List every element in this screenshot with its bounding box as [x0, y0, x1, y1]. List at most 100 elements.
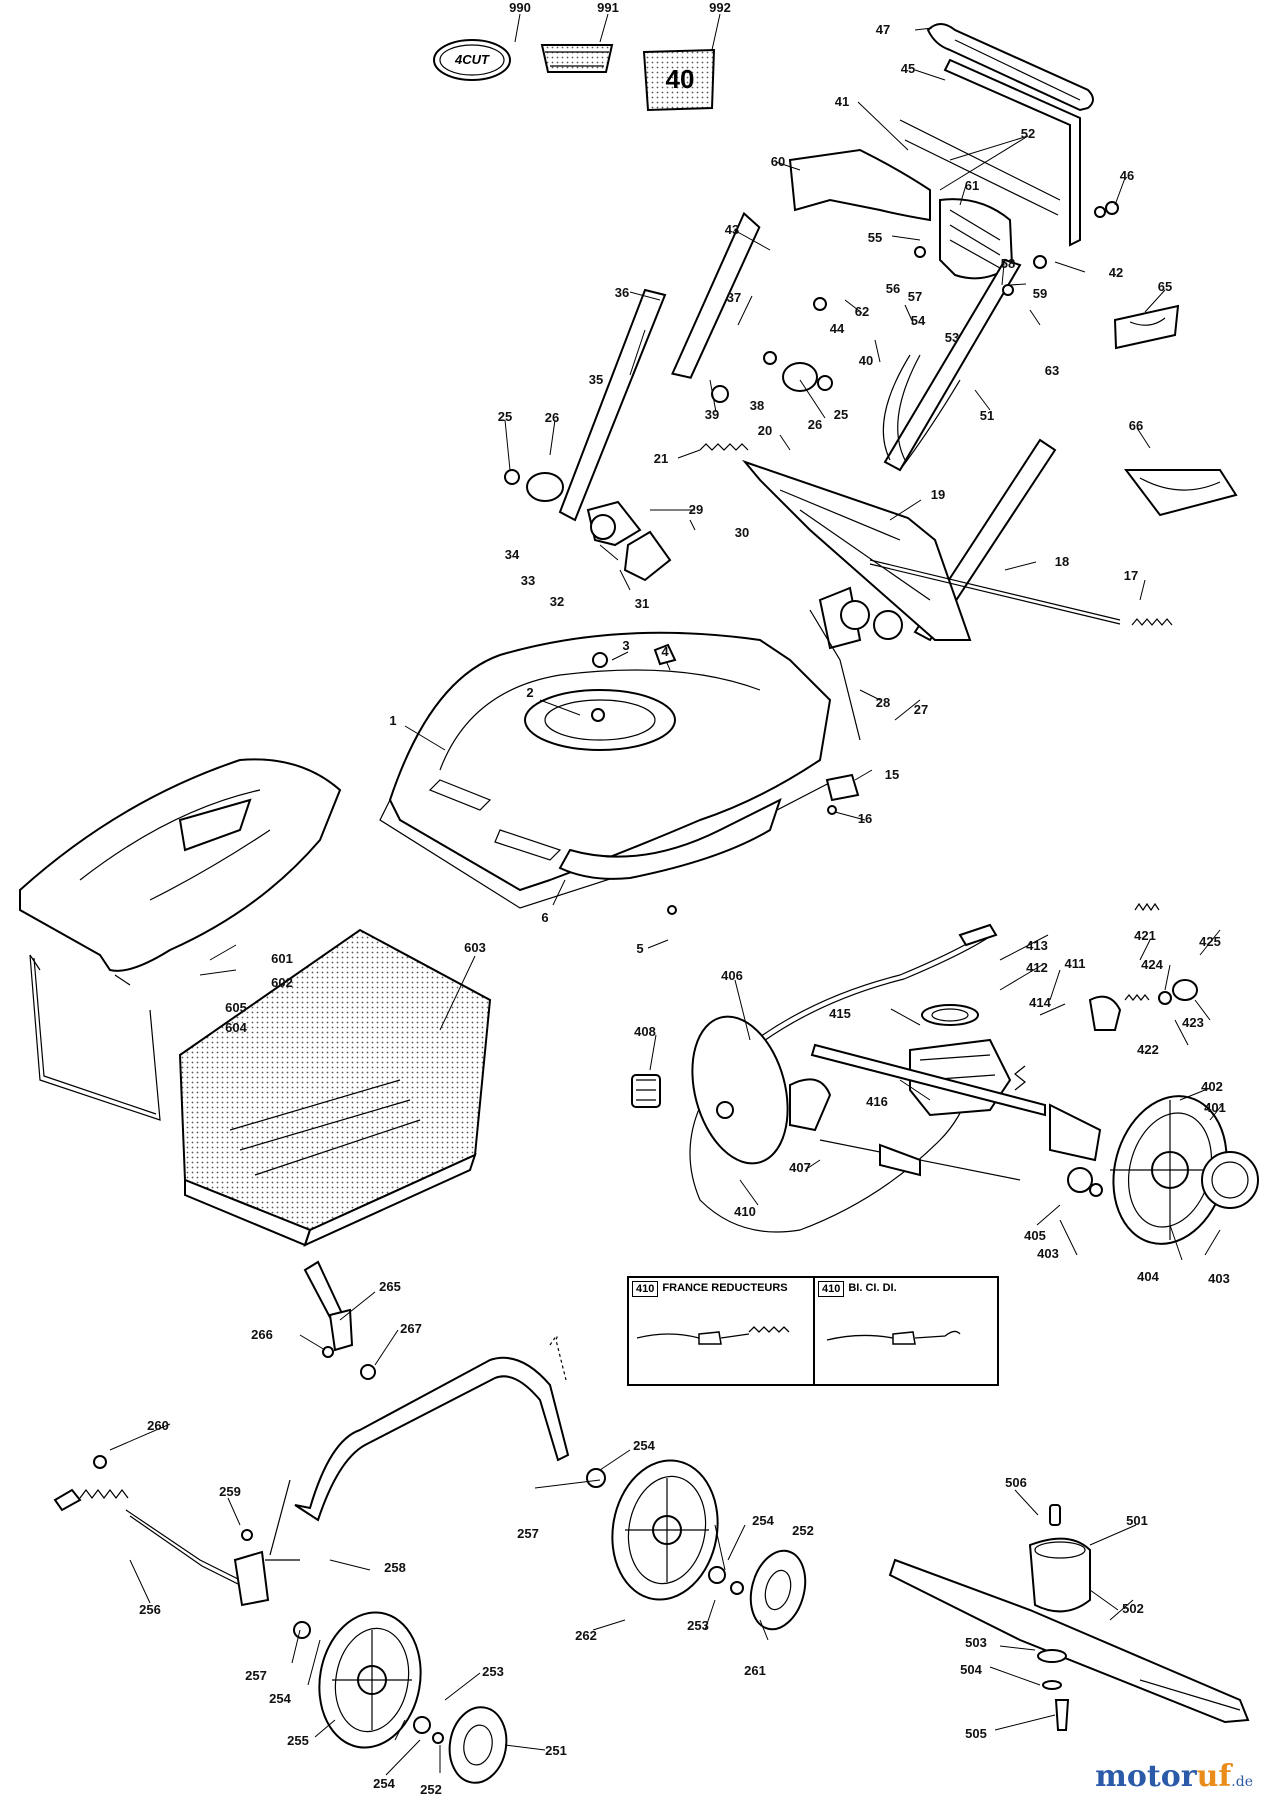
- label-17: 17: [1124, 568, 1138, 583]
- control-box: [788, 148, 1014, 280]
- label-416: 416: [866, 1094, 888, 1109]
- label-18: 18: [1055, 554, 1069, 569]
- label-422: 422: [1137, 1042, 1159, 1057]
- label-601: 601: [271, 951, 293, 966]
- rear-flap: [741, 459, 972, 641]
- label-53: 53: [945, 330, 959, 345]
- bags-small: [1113, 304, 1238, 517]
- blade-assembly: [888, 1504, 1250, 1731]
- label-19: 19: [931, 487, 945, 502]
- label-252-bottom: 252: [420, 1782, 442, 1797]
- label-29: 29: [689, 502, 703, 517]
- deck-hardware: [592, 643, 860, 915]
- label-265: 265: [379, 1279, 401, 1294]
- label-413: 413: [1026, 938, 1048, 953]
- label-260: 260: [147, 1418, 169, 1433]
- label-55: 55: [868, 230, 882, 245]
- label-6: 6: [541, 910, 548, 925]
- upper-handle: [899, 23, 1094, 247]
- label-37: 37: [727, 290, 741, 305]
- label-503: 503: [965, 1635, 987, 1650]
- label-414: 414: [1029, 995, 1051, 1010]
- label-401: 401: [1204, 1100, 1226, 1115]
- mower-deck: [379, 631, 836, 909]
- label-45: 45: [901, 61, 915, 76]
- label-3: 3: [622, 638, 629, 653]
- label-604: 604: [225, 1020, 247, 1035]
- label-60: 60: [771, 154, 785, 169]
- label-31: 31: [635, 596, 649, 611]
- variant-bi-ci-di: 410 BI. CI. DI.: [815, 1278, 997, 1384]
- label-46: 46: [1120, 168, 1134, 183]
- label-402: 402: [1201, 1079, 1223, 1094]
- label-602: 602: [271, 975, 293, 990]
- brand-name-main: motor: [1095, 1759, 1197, 1794]
- label-36: 36: [615, 285, 629, 300]
- label-257-right: 257: [517, 1526, 539, 1541]
- label-21: 21: [654, 451, 668, 466]
- label-33: 33: [521, 573, 535, 588]
- label-410: 410: [734, 1204, 756, 1219]
- label-38: 38: [750, 398, 764, 413]
- variant-left-number: 410: [632, 1281, 659, 1297]
- springs: [699, 443, 1173, 912]
- label-405: 405: [1024, 1228, 1046, 1243]
- variant-left-title: FRANCE REDUCTEURS: [662, 1282, 788, 1294]
- grass-bag-frame: [29, 954, 161, 1121]
- label-423: 423: [1182, 1015, 1204, 1030]
- label-35: 35: [589, 372, 603, 387]
- label-992: 992: [709, 0, 731, 15]
- label-27: 27: [914, 702, 928, 717]
- label-252-right: 252: [792, 1523, 814, 1538]
- front-wheel: [293, 1611, 508, 1784]
- label-32: 32: [550, 594, 564, 609]
- clutch-parts: [1088, 979, 1198, 1031]
- label-262: 262: [575, 1628, 597, 1643]
- label-43: 43: [725, 222, 739, 237]
- label-267: 267: [400, 1321, 422, 1336]
- label-266: 266: [251, 1327, 273, 1342]
- label-424: 424: [1141, 957, 1163, 972]
- label-30: 30: [735, 525, 749, 540]
- variant-right-number: 410: [818, 1281, 845, 1297]
- label-990: 990: [509, 0, 531, 15]
- label-253-left: 253: [482, 1664, 504, 1679]
- label-52: 52: [1021, 126, 1035, 141]
- label-41: 41: [835, 94, 849, 109]
- label-505: 505: [965, 1726, 987, 1741]
- label-59: 59: [1033, 286, 1047, 301]
- label-506: 506: [1005, 1475, 1027, 1490]
- label-403-left: 403: [1037, 1246, 1059, 1261]
- label-63: 63: [1045, 363, 1059, 378]
- drive-linkage: [819, 1065, 1026, 1181]
- label-502: 502: [1122, 1601, 1144, 1616]
- cable-variants-box: 410 FRANCE REDUCTEURS 410 BI. CI. DI.: [627, 1276, 999, 1386]
- label-605: 605: [225, 1000, 247, 1015]
- label-26-upper-left: 26: [545, 410, 559, 425]
- label-421: 421: [1134, 928, 1156, 943]
- part-labels: 990 991 992 47 45 41 52 46 60 61 43 55 4…: [139, 0, 1230, 1797]
- label-254-top: 254: [633, 1438, 655, 1453]
- rear-axle-rod: [869, 559, 1121, 625]
- label-26-upper-right: 26: [808, 417, 822, 432]
- label-403-right: 403: [1208, 1271, 1230, 1286]
- label-65: 65: [1158, 279, 1172, 294]
- label-61: 61: [965, 178, 979, 193]
- label-253-right: 253: [687, 1618, 709, 1633]
- label-603: 603: [464, 940, 486, 955]
- label-62: 62: [855, 304, 869, 319]
- label-261: 261: [744, 1663, 766, 1678]
- brand-name-accent: uf: [1196, 1759, 1232, 1794]
- label-256: 256: [139, 1602, 161, 1617]
- drive-axle: [789, 1043, 1102, 1162]
- label-254-right: 254: [752, 1513, 774, 1528]
- label-411: 411: [1065, 956, 1086, 971]
- height-adjusters: [586, 500, 903, 741]
- label-504: 504: [960, 1662, 982, 1677]
- label-408: 408: [634, 1024, 656, 1039]
- label-20: 20: [758, 423, 772, 438]
- label-47: 47: [876, 22, 890, 37]
- decal-990: 4CUT: [433, 39, 511, 81]
- label-501: 501: [1126, 1513, 1148, 1528]
